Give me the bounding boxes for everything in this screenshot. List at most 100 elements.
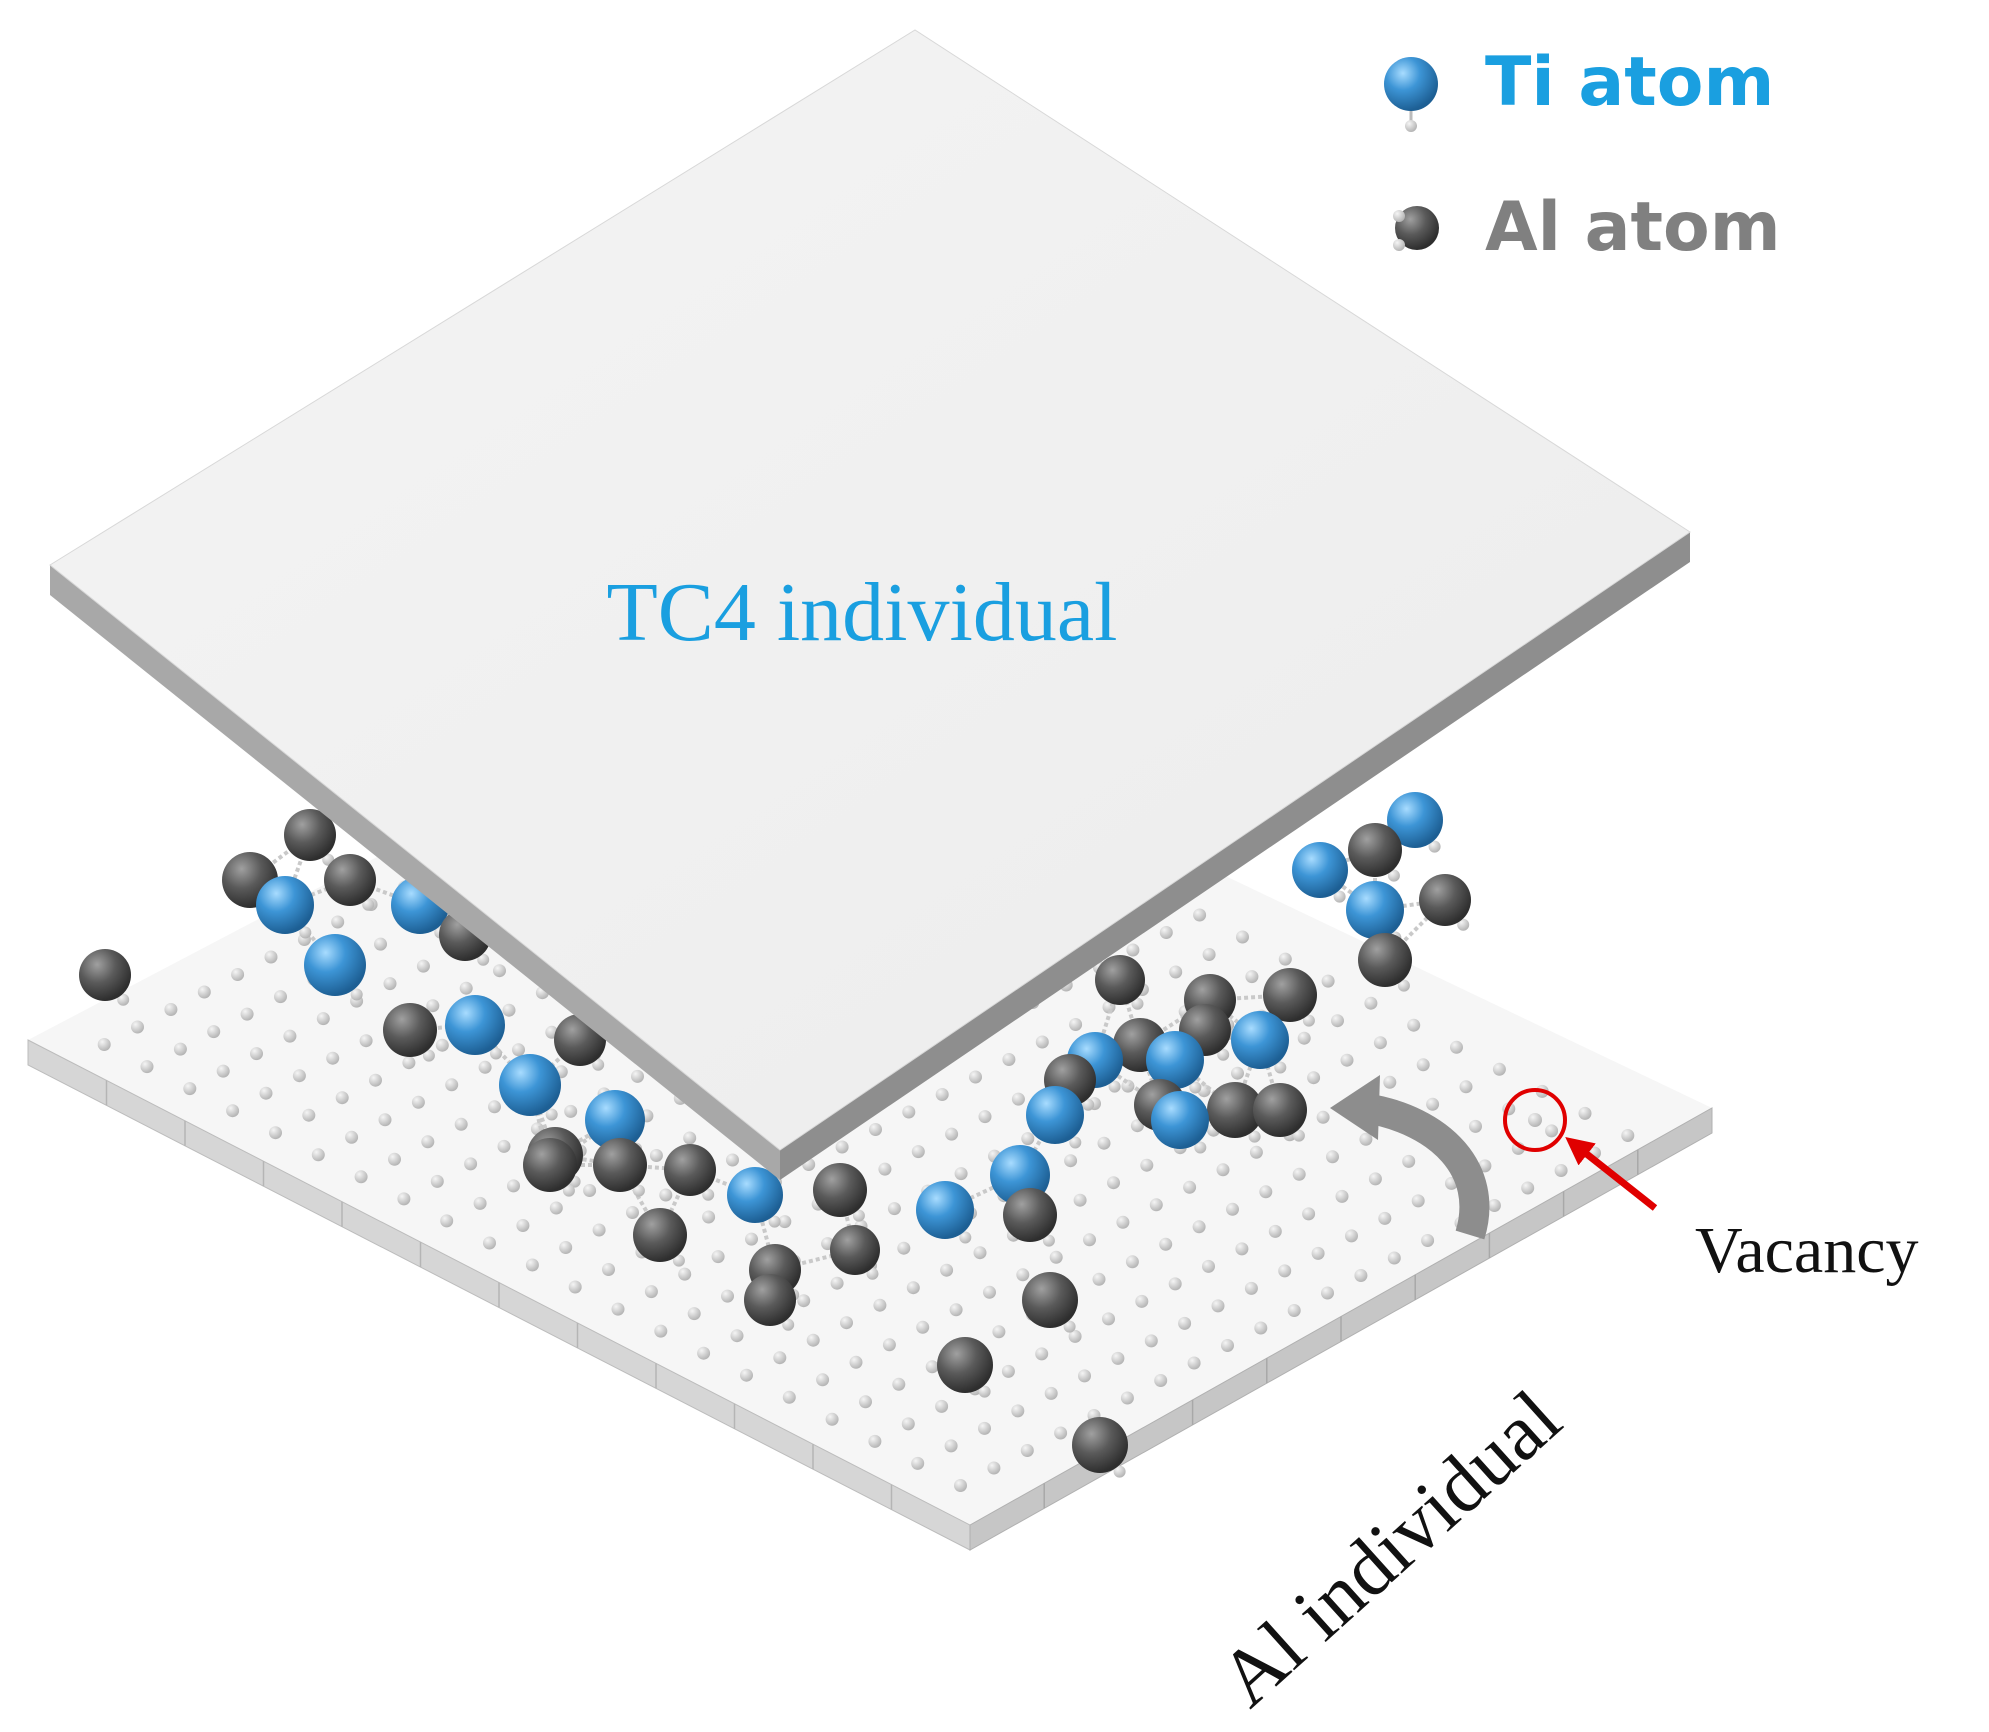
- lattice-site: [945, 1127, 959, 1141]
- lattice-site: [231, 968, 245, 981]
- lattice-site: [969, 1070, 982, 1084]
- lattice-site: [383, 977, 397, 991]
- ti-atom: [1231, 1011, 1289, 1069]
- lattice-site: [1254, 1321, 1268, 1335]
- lattice-site: [207, 1025, 221, 1039]
- lattice-site: [902, 1105, 916, 1119]
- al-atom: [324, 854, 376, 906]
- lattice-site: [911, 1145, 925, 1159]
- lattice-site: [978, 1110, 992, 1124]
- lattice-site: [992, 1325, 1006, 1339]
- lattice-site: [502, 1003, 516, 1017]
- lattice-site: [402, 1056, 416, 1070]
- lattice-site: [264, 950, 278, 964]
- lattice-site: [454, 1117, 468, 1131]
- lattice-site: [1278, 952, 1292, 966]
- lattice-site: [421, 1135, 435, 1149]
- lattice-site: [806, 1333, 820, 1347]
- lattice-site: [878, 1162, 892, 1176]
- al-atom: [664, 1144, 716, 1196]
- lattice-site: [197, 985, 211, 999]
- lattice-site: [426, 999, 440, 1013]
- lattice-site: [269, 1126, 282, 1140]
- lattice-site: [1120, 1391, 1134, 1405]
- lattice-site: [1011, 1404, 1025, 1418]
- lattice-site: [183, 1082, 197, 1096]
- lattice-site: [730, 1329, 744, 1343]
- al-atom: [1095, 955, 1145, 1005]
- lattice-site: [1226, 1202, 1239, 1216]
- al-atom: [1003, 1188, 1057, 1242]
- lattice-site: [1211, 1299, 1225, 1313]
- lattice-site: [1049, 1250, 1063, 1264]
- lattice-site: [1364, 996, 1378, 1010]
- ti-atom: [304, 934, 366, 996]
- al-atom-icon: [1395, 206, 1439, 250]
- vacancy-circle-icon: [1503, 1088, 1567, 1152]
- lattice-site: [1368, 1172, 1382, 1186]
- lattice-site: [1316, 1110, 1330, 1124]
- lattice-site: [978, 1421, 991, 1435]
- lattice-site: [1521, 1181, 1535, 1195]
- ti-atom: [1151, 1091, 1209, 1149]
- legend-al: Al atom: [1393, 188, 1781, 267]
- lattice-site: [1335, 1189, 1349, 1203]
- lattice-site: [316, 1012, 330, 1026]
- lattice-site: [488, 1100, 501, 1114]
- lattice-site: [1287, 1304, 1301, 1317]
- lattice-site: [564, 1104, 578, 1118]
- lattice-site: [411, 1095, 425, 1109]
- lattice-site: [592, 1223, 606, 1237]
- lattice-site: [1125, 1255, 1139, 1269]
- lattice-site: [445, 1078, 459, 1092]
- lattice-site: [1002, 1053, 1016, 1066]
- lattice-site: [331, 915, 345, 929]
- lattice-site: [1578, 1106, 1592, 1120]
- al-atom: [523, 1138, 577, 1192]
- lattice-site: [1135, 1294, 1149, 1308]
- lattice-site: [711, 1250, 725, 1264]
- lattice-site: [1202, 948, 1216, 961]
- lattice-site: [173, 1042, 187, 1056]
- lattice-site: [1064, 1154, 1078, 1168]
- lattice-site: [354, 1170, 368, 1184]
- lattice-site: [140, 1060, 154, 1074]
- lattice-site: [1097, 1136, 1111, 1150]
- lattice-site: [525, 1258, 539, 1272]
- lattice-site: [497, 1139, 511, 1153]
- lattice-site: [1216, 1163, 1230, 1177]
- ti-atom: [445, 995, 505, 1055]
- lattice-site: [374, 937, 387, 951]
- al-atom: [1419, 874, 1471, 926]
- lattice-site: [1326, 1150, 1339, 1164]
- lattice-site: [1373, 1036, 1387, 1050]
- lattice-site: [925, 1360, 939, 1374]
- lattice-site: [940, 1263, 954, 1277]
- lattice-site: [1492, 1062, 1506, 1076]
- lattice-site: [259, 1086, 273, 1100]
- lattice-site: [773, 1351, 787, 1365]
- lattice-site: [626, 1206, 639, 1219]
- lattice-site: [887, 1202, 901, 1216]
- lattice-site: [1054, 1426, 1068, 1440]
- lattice-site: [1144, 1334, 1158, 1348]
- lattice-site: [1259, 1185, 1273, 1199]
- lattice-site: [954, 1167, 968, 1181]
- legend: Ti atom Al atom: [1384, 43, 1781, 267]
- al-atom: [383, 1003, 437, 1057]
- lattice-site: [882, 1338, 896, 1352]
- lattice-site: [1202, 1259, 1215, 1273]
- al-atom: [1348, 823, 1402, 877]
- lattice-site: [726, 1153, 739, 1167]
- lattice-site: [1178, 1316, 1192, 1330]
- lattice-site: [1411, 1194, 1425, 1208]
- lattice-site: [1044, 1386, 1058, 1400]
- rotation-arrow-icon: [1330, 1075, 1490, 1240]
- lattice-site: [1221, 1339, 1234, 1352]
- lattice-site: [631, 1069, 644, 1083]
- lattice-site: [1321, 1286, 1334, 1300]
- ti-atom: [499, 1054, 561, 1116]
- lattice-site: [825, 1412, 839, 1426]
- lattice-site: [345, 1130, 359, 1144]
